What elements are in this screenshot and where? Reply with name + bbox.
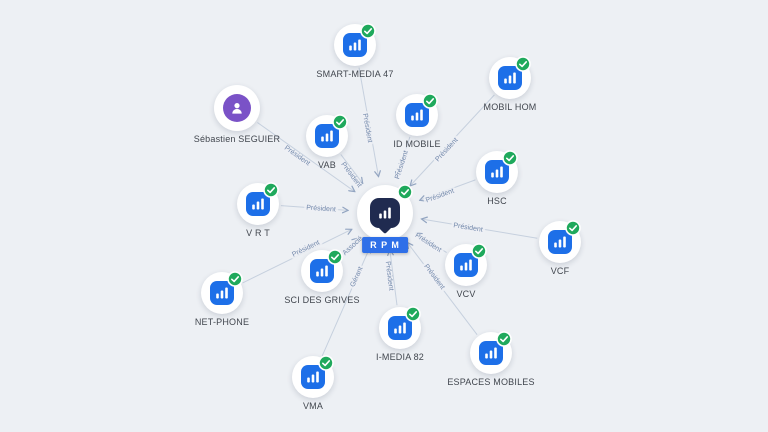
node-label-vcf: VCF (550, 266, 570, 276)
node-hsc[interactable] (476, 150, 518, 193)
node-i-media-82[interactable] (379, 306, 421, 349)
node-vcf[interactable] (539, 220, 581, 263)
node-label-hsc: HSC (487, 196, 507, 206)
node-label-vma: VMA (302, 401, 324, 411)
check-badge-icon (502, 150, 518, 166)
node-label-vrt: V R T (246, 228, 270, 238)
node-label-espaces-mobiles: ESPACES MOBILES (447, 377, 535, 387)
check-badge-icon (405, 306, 421, 322)
company-chart-icon (485, 160, 509, 184)
company-chart-icon (343, 33, 367, 57)
company-pin-icon (370, 198, 400, 228)
company-chart-icon (454, 253, 478, 277)
node-espaces-mobiles[interactable] (470, 331, 512, 374)
node-net-phone[interactable] (201, 271, 243, 314)
node-vcv[interactable] (445, 243, 487, 286)
node-label-id-mobile: ID MOBILE (393, 139, 441, 149)
edge-i-media-82-rpm (390, 250, 398, 306)
node-label-smart-media-47: SMART-MEDIA 47 (316, 69, 394, 79)
company-chart-icon (479, 341, 503, 365)
company-chart-icon (210, 281, 234, 305)
check-badge-icon (515, 56, 531, 72)
node-label-sci-des-grives: SCI DES GRIVES (284, 295, 360, 305)
check-badge-icon (422, 93, 438, 109)
check-badge-icon (496, 331, 512, 347)
check-badge-icon (227, 271, 243, 287)
company-chart-icon (388, 316, 412, 340)
check-badge-icon (332, 114, 348, 130)
check-badge-icon (565, 220, 581, 236)
node-label-mobil-hom: MOBIL HOM (483, 102, 537, 112)
company-chart-icon (315, 124, 339, 148)
check-badge-icon (318, 355, 334, 371)
edge-sebastien-rpm (257, 122, 354, 192)
node-label-rpm[interactable]: R P M (362, 237, 408, 253)
node-sci-des-grives[interactable] (301, 249, 343, 292)
check-badge-icon (327, 249, 343, 265)
node-id-mobile[interactable] (396, 93, 438, 136)
company-chart-icon (301, 365, 325, 389)
node-mobil-hom[interactable] (489, 56, 531, 99)
node-label-vcv: VCV (456, 289, 476, 299)
edge-vab-rpm (340, 154, 363, 183)
node-vab[interactable] (306, 114, 348, 157)
node-label-vab: VAB (318, 160, 336, 170)
company-chart-icon (310, 259, 334, 283)
check-badge-icon (471, 243, 487, 259)
check-badge-icon (397, 184, 413, 200)
company-chart-icon (498, 66, 522, 90)
node-rpm[interactable] (357, 184, 413, 241)
check-badge-icon (360, 23, 376, 39)
check-badge-icon (263, 182, 279, 198)
node-label-net-phone: NET-PHONE (194, 317, 250, 327)
company-chart-icon (246, 192, 270, 216)
node-smart-media-47[interactable] (334, 23, 376, 66)
node-vrt[interactable] (237, 182, 279, 225)
company-chart-icon (405, 103, 429, 127)
node-vma[interactable] (292, 355, 334, 398)
person-icon (223, 94, 251, 122)
company-chart-icon (548, 230, 572, 254)
node-label-i-media-82: I-MEDIA 82 (375, 352, 425, 362)
node-sebastien[interactable] (214, 85, 260, 131)
node-label-sebastien: Sébastien SEGUIER (193, 134, 281, 144)
